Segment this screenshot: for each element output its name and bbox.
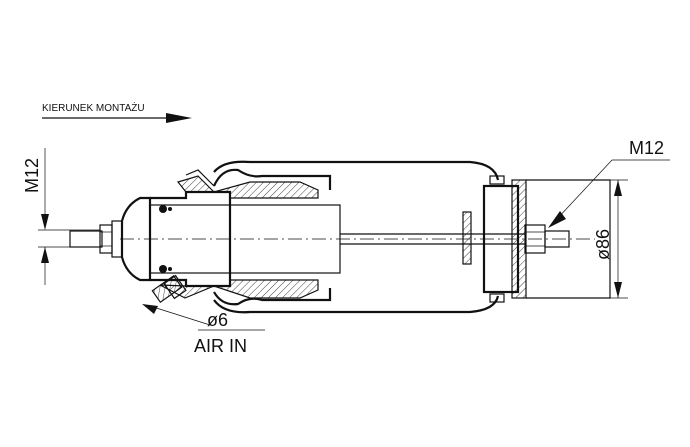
air-fitting-nut: [163, 274, 187, 300]
lower-bellow-fold: [213, 288, 332, 306]
air-inlet-fitting: ø6 AIR IN: [142, 274, 265, 356]
air-fitting-body: [151, 274, 183, 304]
upper-piston-section: [176, 168, 332, 199]
left-threaded-stud: [69, 220, 123, 258]
right-end-cap: [482, 175, 611, 303]
upper-hatch: [176, 175, 319, 199]
cylinder-housing: [150, 190, 232, 288]
seal-dot-1: [159, 205, 167, 213]
diameter-arrow-bottom: [614, 282, 622, 298]
mounting-direction-arrowhead: [166, 113, 192, 123]
right-threaded-stud: [524, 224, 570, 254]
lower-hatch: [159, 279, 319, 299]
air-inlet-leader: [149, 305, 211, 326]
end-cap-hatch: [511, 179, 527, 299]
left-dim-arrow-bottom: [41, 247, 49, 263]
right-thread-label: M12: [629, 138, 664, 158]
seal-dot-2: [168, 207, 172, 211]
right-stud-shank: [544, 230, 570, 248]
upper-bellow-fold: [212, 168, 332, 190]
upper-bracket: [185, 169, 215, 187]
left-stud-shank: [69, 230, 103, 248]
left-thread-dimension: M12: [22, 148, 100, 285]
inlet-diameter-label: ø6: [207, 310, 228, 330]
inner-cylinder: [149, 204, 341, 274]
air-inlet-arrowhead: [142, 304, 158, 314]
left-dim-arrow-top: [41, 214, 49, 230]
clamp-ring-bottom: [489, 293, 505, 303]
clamp-ring-top: [489, 175, 505, 185]
lower-piston-section: [159, 279, 332, 306]
bellow-bottom-outline: [213, 295, 500, 314]
right-thread-dimension: M12: [548, 138, 670, 228]
end-cap-outer-plate: [526, 179, 611, 299]
right-thread-leader: [555, 159, 613, 221]
right-thread-arrowhead: [548, 211, 566, 228]
cylinder-body: [120, 190, 341, 288]
left-thread-label: M12: [22, 158, 42, 193]
diameter-arrow-top: [614, 180, 622, 196]
piston-rod: [340, 211, 525, 265]
mounting-direction-label: KIERUNEK MONTAŻU: [42, 101, 145, 114]
seal-dot-3: [159, 265, 167, 273]
seal-dot-4: [168, 267, 172, 271]
rod-stop-plate: [462, 211, 472, 265]
diameter-body-label: ø86: [593, 229, 613, 260]
bellow-top-outline: [213, 160, 500, 181]
air-bellow: [213, 160, 500, 314]
mounting-direction-indicator: KIERUNEK MONTAŻU: [42, 101, 192, 123]
air-in-label: AIR IN: [194, 336, 247, 356]
body-diameter-dimension: ø86: [593, 179, 628, 299]
